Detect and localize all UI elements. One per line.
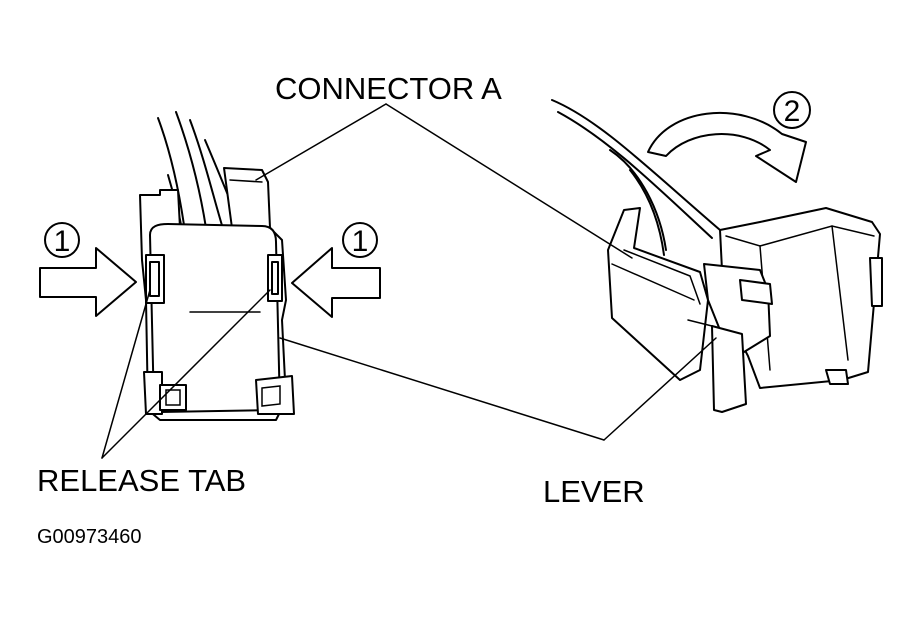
right-push-arrow <box>291 247 381 318</box>
left-push-arrow <box>39 247 137 317</box>
step-2-marker: 2 <box>773 91 811 129</box>
release-tab-label: RELEASE TAB <box>37 463 247 498</box>
left-connector <box>139 111 295 421</box>
figure-id: G00973460 <box>37 526 142 548</box>
leader-lines <box>101 103 717 459</box>
step-1-number-left: 1 <box>54 225 71 258</box>
step-1-marker-left: 1 <box>44 222 80 258</box>
step-2-number: 2 <box>784 95 801 128</box>
rotation-arrow <box>647 111 807 183</box>
lever-label: LEVER <box>543 474 645 509</box>
step-1-number-right: 1 <box>352 225 369 258</box>
right-connector <box>551 99 883 413</box>
step-1-marker-right: 1 <box>342 222 378 258</box>
connector-a-label: CONNECTOR A <box>275 71 502 106</box>
